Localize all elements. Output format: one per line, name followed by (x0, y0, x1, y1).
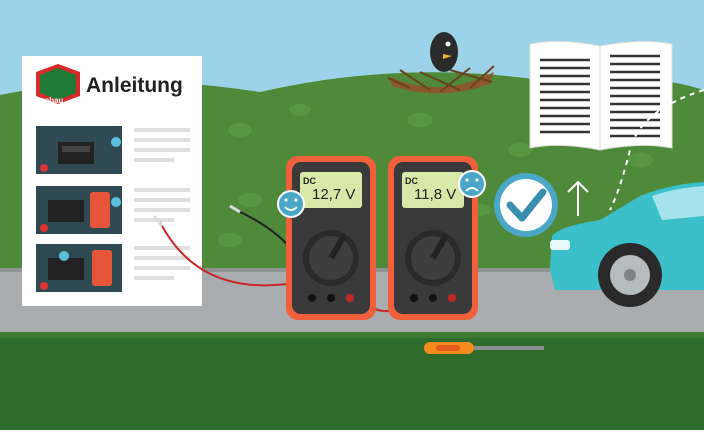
multimeter-1 (286, 156, 376, 320)
multimeter-2 (388, 156, 478, 320)
manual-page (22, 56, 202, 306)
lcd-display-2 (402, 172, 464, 208)
checkmark-icon (494, 173, 558, 237)
sad-face-icon (458, 170, 486, 198)
bird-nest-icon (387, 32, 495, 94)
meter-2-mode: DC (405, 176, 418, 186)
grass (0, 332, 704, 430)
screwdriver-icon (424, 342, 544, 354)
arrow-up-icon (567, 180, 589, 216)
brand-logo-text: hagebau (30, 96, 64, 105)
meter-1-mode: DC (303, 176, 316, 186)
manual-title: Anleitung (86, 74, 183, 97)
open-book-icon (529, 40, 673, 151)
happy-face-icon (277, 190, 305, 218)
car-icon (550, 182, 704, 307)
lcd-display-1 (300, 172, 362, 208)
meter-1-reading: 12,7 V (312, 186, 356, 203)
meter-2-reading: 11,8 V (414, 186, 457, 203)
